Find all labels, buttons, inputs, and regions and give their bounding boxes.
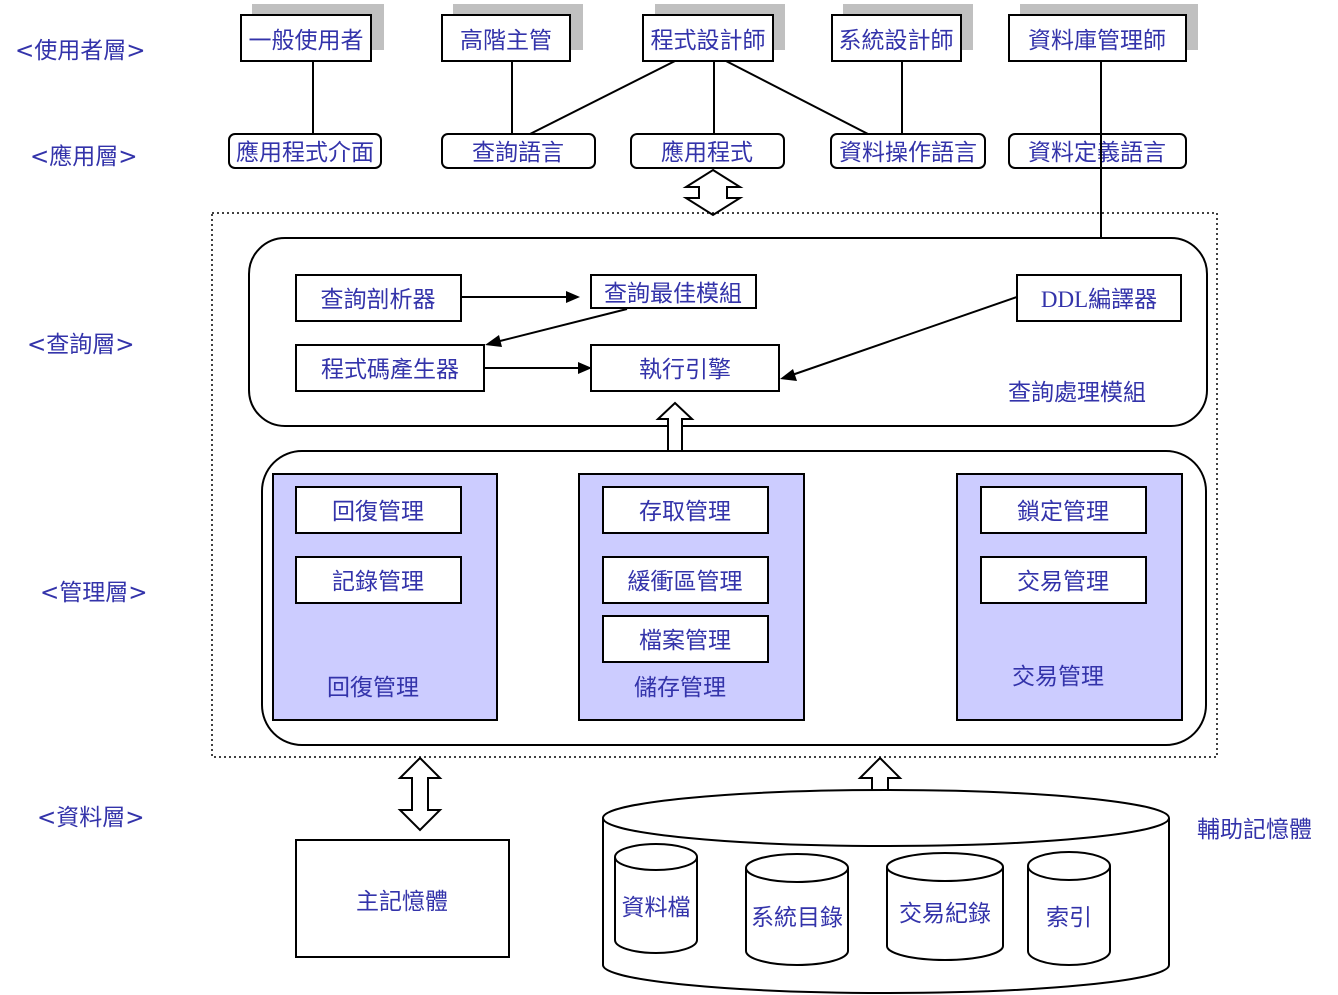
disk-label: 系統目錄 [751,905,843,931]
connector-line [725,60,869,135]
layer-label-data: <資料層> [37,805,145,831]
disk-system-catalog: 系統目錄 [745,853,849,966]
storage-item: 緩衝區管理 [628,569,743,595]
app-dml-label: 資料操作語言 [839,140,977,166]
double-arrow-to-main-memory [397,756,443,832]
app-interface: 應用程式介面 [228,133,382,169]
query-optimizer-box: 查詢最佳模組 [590,274,757,309]
code-generator-box: 程式碼產生器 [295,344,485,392]
user-system-designer: 系統設計師 [831,4,973,62]
layer-label-application: <應用層> [30,144,138,170]
app-program-label: 應用程式 [661,140,753,166]
transaction-item: 交易管理 [1017,569,1109,595]
flow-arrows [461,291,1018,381]
disk-label: 索引 [1046,905,1092,931]
disk-index: 索引 [1027,851,1111,966]
connector-line [529,60,676,135]
storage-panel-title: 儲存管理 [634,675,726,701]
app-interface-label: 應用程式介面 [236,140,374,166]
disk-label: 資料檔 [622,895,691,921]
user-general-label: 一般使用者 [249,28,364,54]
dbms-boundary [211,212,1218,758]
recovery-panel: 回復管理 記錄管理 回復管理 [272,473,498,721]
disk-label: 交易紀錄 [899,901,991,927]
user-dba-label: 資料庫管理師 [1028,28,1166,54]
user-programmer-label: 程式設計師 [651,28,766,54]
secondary-storage-label: 輔助記憶體 [1197,817,1312,843]
layer-label-user: <使用者層> [15,38,146,64]
app-program: 應用程式 [630,133,785,169]
disk-data-file: 資料檔 [614,843,698,954]
user-programmer: 程式設計師 [642,4,785,62]
query-parser-label: 查詢剖析器 [321,287,436,313]
recovery-item: 回復管理 [332,499,424,525]
recovery-panel-title: 回復管理 [327,675,419,701]
query-optimizer-label: 查詢最佳模組 [604,281,742,307]
transaction-panel: 鎖定管理 交易管理 交易管理 [956,473,1183,721]
query-parser-box: 查詢剖析器 [295,274,462,322]
user-executive-label: 高階主管 [460,28,552,54]
execution-engine-label: 執行引擎 [639,357,731,383]
query-processing-module [248,237,1208,427]
layer-label-query: <查詢層> [27,332,135,358]
layer-label-management: <管理層> [40,580,148,606]
disk-transaction-log: 交易紀錄 [886,852,1004,961]
transaction-panel-title: 交易管理 [1012,664,1104,690]
query-module-title: 查詢處理模組 [1008,380,1146,406]
execution-engine-box: 執行引擎 [590,344,780,392]
double-arrow-app-to-query [682,168,744,217]
ddl-compiler-box: DDL編譯器 [1016,274,1182,322]
app-query-language: 查詢語言 [441,133,596,169]
transaction-item: 鎖定管理 [1017,499,1109,525]
app-ddl-label: 資料定義語言 [1028,140,1166,166]
user-general: 一般使用者 [240,4,384,62]
user-dba: 資料庫管理師 [1008,4,1198,62]
main-memory-box: 主記憶體 [295,839,510,958]
user-executive: 高階主管 [441,4,583,62]
storage-item: 存取管理 [639,499,731,525]
app-ddl: 資料定義語言 [1008,133,1187,169]
storage-panel: 存取管理 緩衝區管理 檔案管理 儲存管理 [578,473,805,721]
app-query-language-label: 查詢語言 [472,140,564,166]
code-generator-label: 程式碼產生器 [321,357,459,383]
main-memory-label: 主記憶體 [356,889,448,915]
recovery-item: 記錄管理 [332,569,424,595]
app-dml: 資料操作語言 [830,133,986,169]
ddl-compiler-label: DDL編譯器 [1041,287,1157,312]
storage-item: 檔案管理 [639,628,731,654]
user-system-designer-label: 系統設計師 [839,28,954,54]
